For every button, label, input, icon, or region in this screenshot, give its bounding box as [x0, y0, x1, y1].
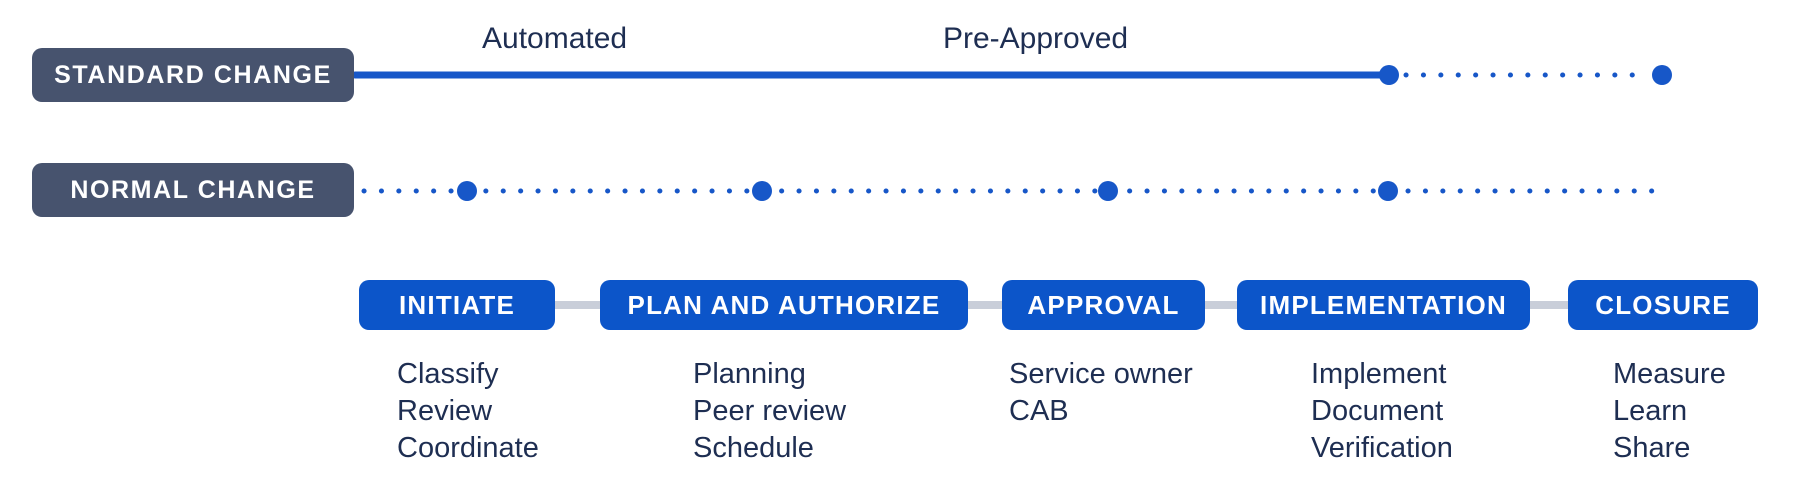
phase-list-item: Classify: [397, 358, 499, 390]
phase-list-item: Implement: [1311, 358, 1447, 390]
phase-list-item: Schedule: [693, 432, 814, 464]
phase-box-approval: APPROVAL: [1002, 280, 1205, 330]
phase-list-item: Review: [397, 395, 493, 427]
phase-list-closure: Measure Learn Share: [1613, 356, 1726, 467]
phase-list-item: Coordinate: [397, 432, 539, 464]
phase-list-implementation: Implement Document Verification: [1311, 356, 1453, 467]
phase-box-plan-and-authorize: PLAN AND AUTHORIZE: [600, 280, 968, 330]
normal-milestone-dot-initiate: [457, 181, 477, 201]
phase-list-item: Peer review: [693, 395, 847, 427]
standard-change-label: STANDARD CHANGE: [32, 48, 354, 102]
normal-milestone-dot-implementation: [1378, 181, 1398, 201]
phase-list-initiate: Classify Review Coordinate: [397, 356, 539, 467]
normal-milestone-dot-plan: [752, 181, 772, 201]
phase-box-closure: CLOSURE: [1568, 280, 1758, 330]
normal-change-label: NORMAL CHANGE: [32, 163, 354, 217]
phase-list-item: Measure: [1613, 358, 1726, 390]
phase-list-item: CAB: [1009, 395, 1069, 427]
phase-list-item: Share: [1613, 432, 1691, 464]
phase-list-approval: Service owner CAB: [1009, 356, 1193, 430]
normal-milestone-dot-approval: [1098, 181, 1118, 201]
standard-end-dot: [1652, 65, 1672, 85]
phase-list-item: Planning: [693, 358, 806, 390]
automated-annotation: Automated: [482, 22, 628, 55]
phase-list-plan-and-authorize: Planning Peer review Schedule: [693, 356, 846, 467]
standard-milestone-dot: [1379, 65, 1399, 85]
phase-box-implementation: IMPLEMENTATION: [1237, 280, 1530, 330]
phase-list-item: Service owner: [1009, 358, 1193, 390]
phase-list-item: Learn: [1613, 395, 1688, 427]
pre-approved-annotation: Pre-Approved: [943, 22, 1129, 55]
phase-box-initiate: INITIATE: [359, 280, 555, 330]
phase-list-item: Document: [1311, 395, 1444, 427]
phase-list-item: Verification: [1311, 432, 1453, 464]
